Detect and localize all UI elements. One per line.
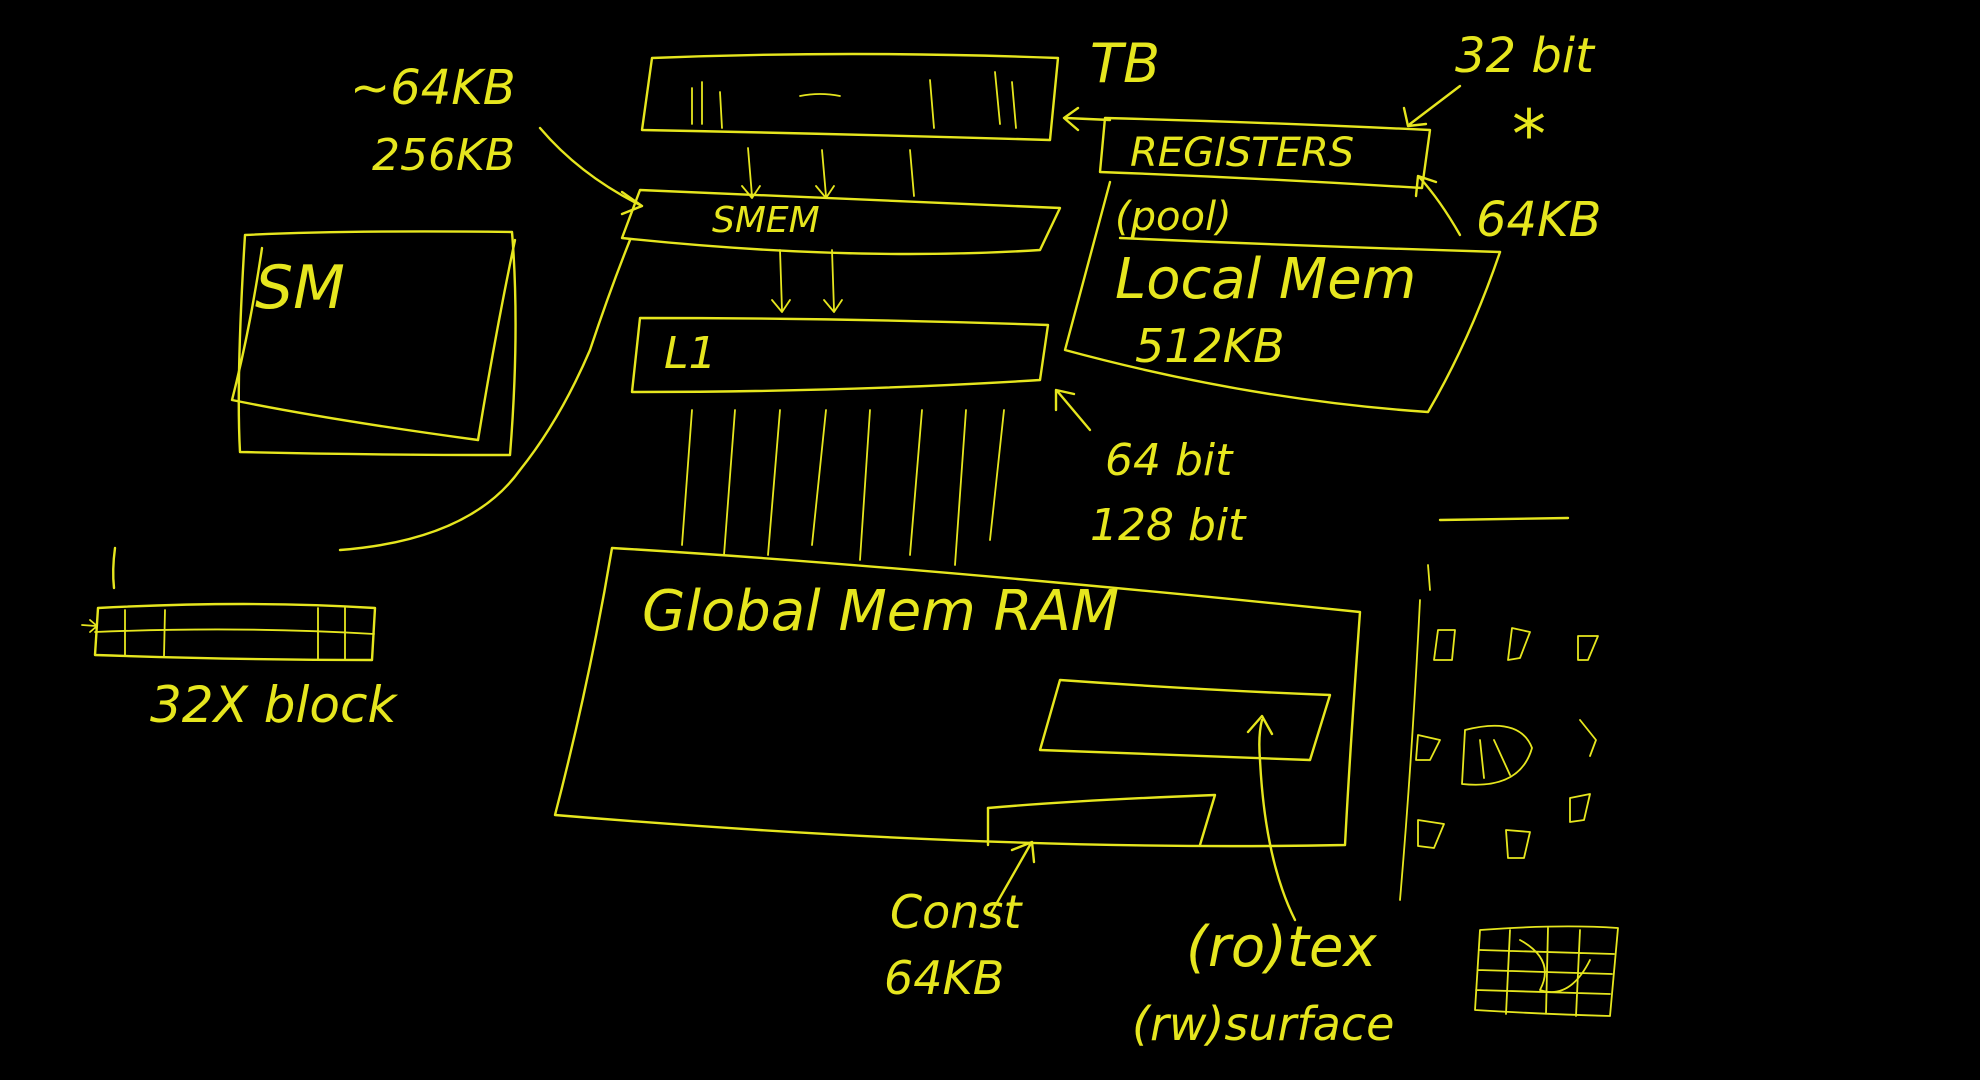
registers-box <box>1098 116 1432 190</box>
pool-label: (pool) <box>1115 194 1232 240</box>
bits32-arrow <box>1402 84 1462 128</box>
l1-width-arrow <box>1054 388 1092 432</box>
const-arrow <box>988 840 1036 917</box>
registers-label: REGISTERS <box>1130 130 1354 176</box>
local-mem-size: 512KB <box>1135 319 1285 373</box>
tb-label: TB <box>1090 32 1160 95</box>
rw-surface-label: (rw)surface <box>1132 997 1394 1051</box>
smem-size-bottom: 256KB <box>372 130 515 181</box>
warp-block-grid <box>81 546 377 662</box>
kb64-right-arrow <box>1414 174 1462 237</box>
asterisk-mark: * <box>1512 96 1546 175</box>
l1-global-lines <box>681 409 1005 566</box>
block-to-smem-curve <box>338 238 632 552</box>
global-mem-box <box>553 546 1362 848</box>
sm-box <box>230 230 517 457</box>
smem-box <box>620 147 1062 256</box>
bits32-label: 32 bit <box>1455 28 1596 84</box>
local-mem-label: Local Mem <box>1115 247 1416 312</box>
tb-arrow <box>1062 106 1112 132</box>
sm-label: SM <box>255 253 345 323</box>
block-label: 32X block <box>150 676 398 734</box>
side-sketches <box>1399 516 1619 1017</box>
ro-tex-label: (ro)tex <box>1186 915 1377 980</box>
kb64-right-label: 64KB <box>1476 192 1601 248</box>
l1-box <box>630 249 1050 394</box>
smem-label: SMEM <box>712 200 820 241</box>
global-mem-label: Global Mem RAM <box>642 579 1119 644</box>
thread-block-row <box>640 52 1060 142</box>
smem-size-arrow <box>538 126 644 216</box>
local-mem-box <box>1063 180 1502 414</box>
tex-arrow <box>1246 714 1297 922</box>
l1-label: L1 <box>664 328 717 379</box>
bits64-label: 64 bit <box>1105 435 1234 486</box>
bits128-label: 128 bit <box>1090 500 1247 551</box>
const-size-label: 64KB <box>884 951 1004 1005</box>
smem-size-top: ~64KB <box>350 60 516 116</box>
